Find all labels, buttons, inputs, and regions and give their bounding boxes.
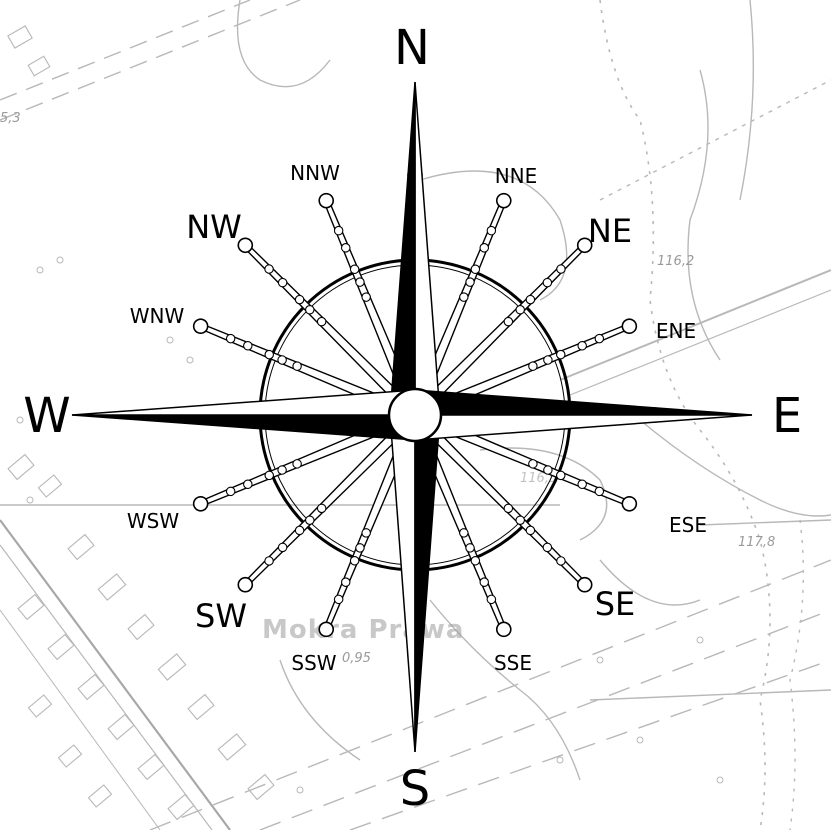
label-nw: NW	[186, 208, 242, 246]
label-e: E	[772, 388, 802, 444]
elevation-label: 116,2	[657, 254, 694, 269]
label-ese: ESE	[669, 513, 707, 537]
place-name-label: Mokra Prawa	[262, 615, 464, 645]
label-wsw: WSW	[127, 509, 179, 533]
compass-hub	[389, 389, 441, 441]
elevation-label: 117,8	[738, 535, 775, 550]
label-s: S	[400, 761, 430, 817]
label-wnw: WNW	[130, 304, 185, 328]
label-sw: SW	[195, 597, 247, 635]
label-se: SE	[595, 585, 636, 623]
label-ssw: SSW	[291, 651, 336, 675]
label-sse: SSE	[494, 651, 532, 675]
label-n: N	[394, 20, 430, 76]
label-ene: ENE	[656, 319, 696, 343]
label-nnw: NNW	[290, 161, 340, 185]
elevation-label: 5,3	[0, 111, 21, 126]
label-nne: NNE	[495, 164, 538, 188]
label-w: W	[23, 388, 70, 444]
label-ne: NE	[588, 212, 632, 250]
elevation-label: 0,95	[342, 651, 371, 666]
